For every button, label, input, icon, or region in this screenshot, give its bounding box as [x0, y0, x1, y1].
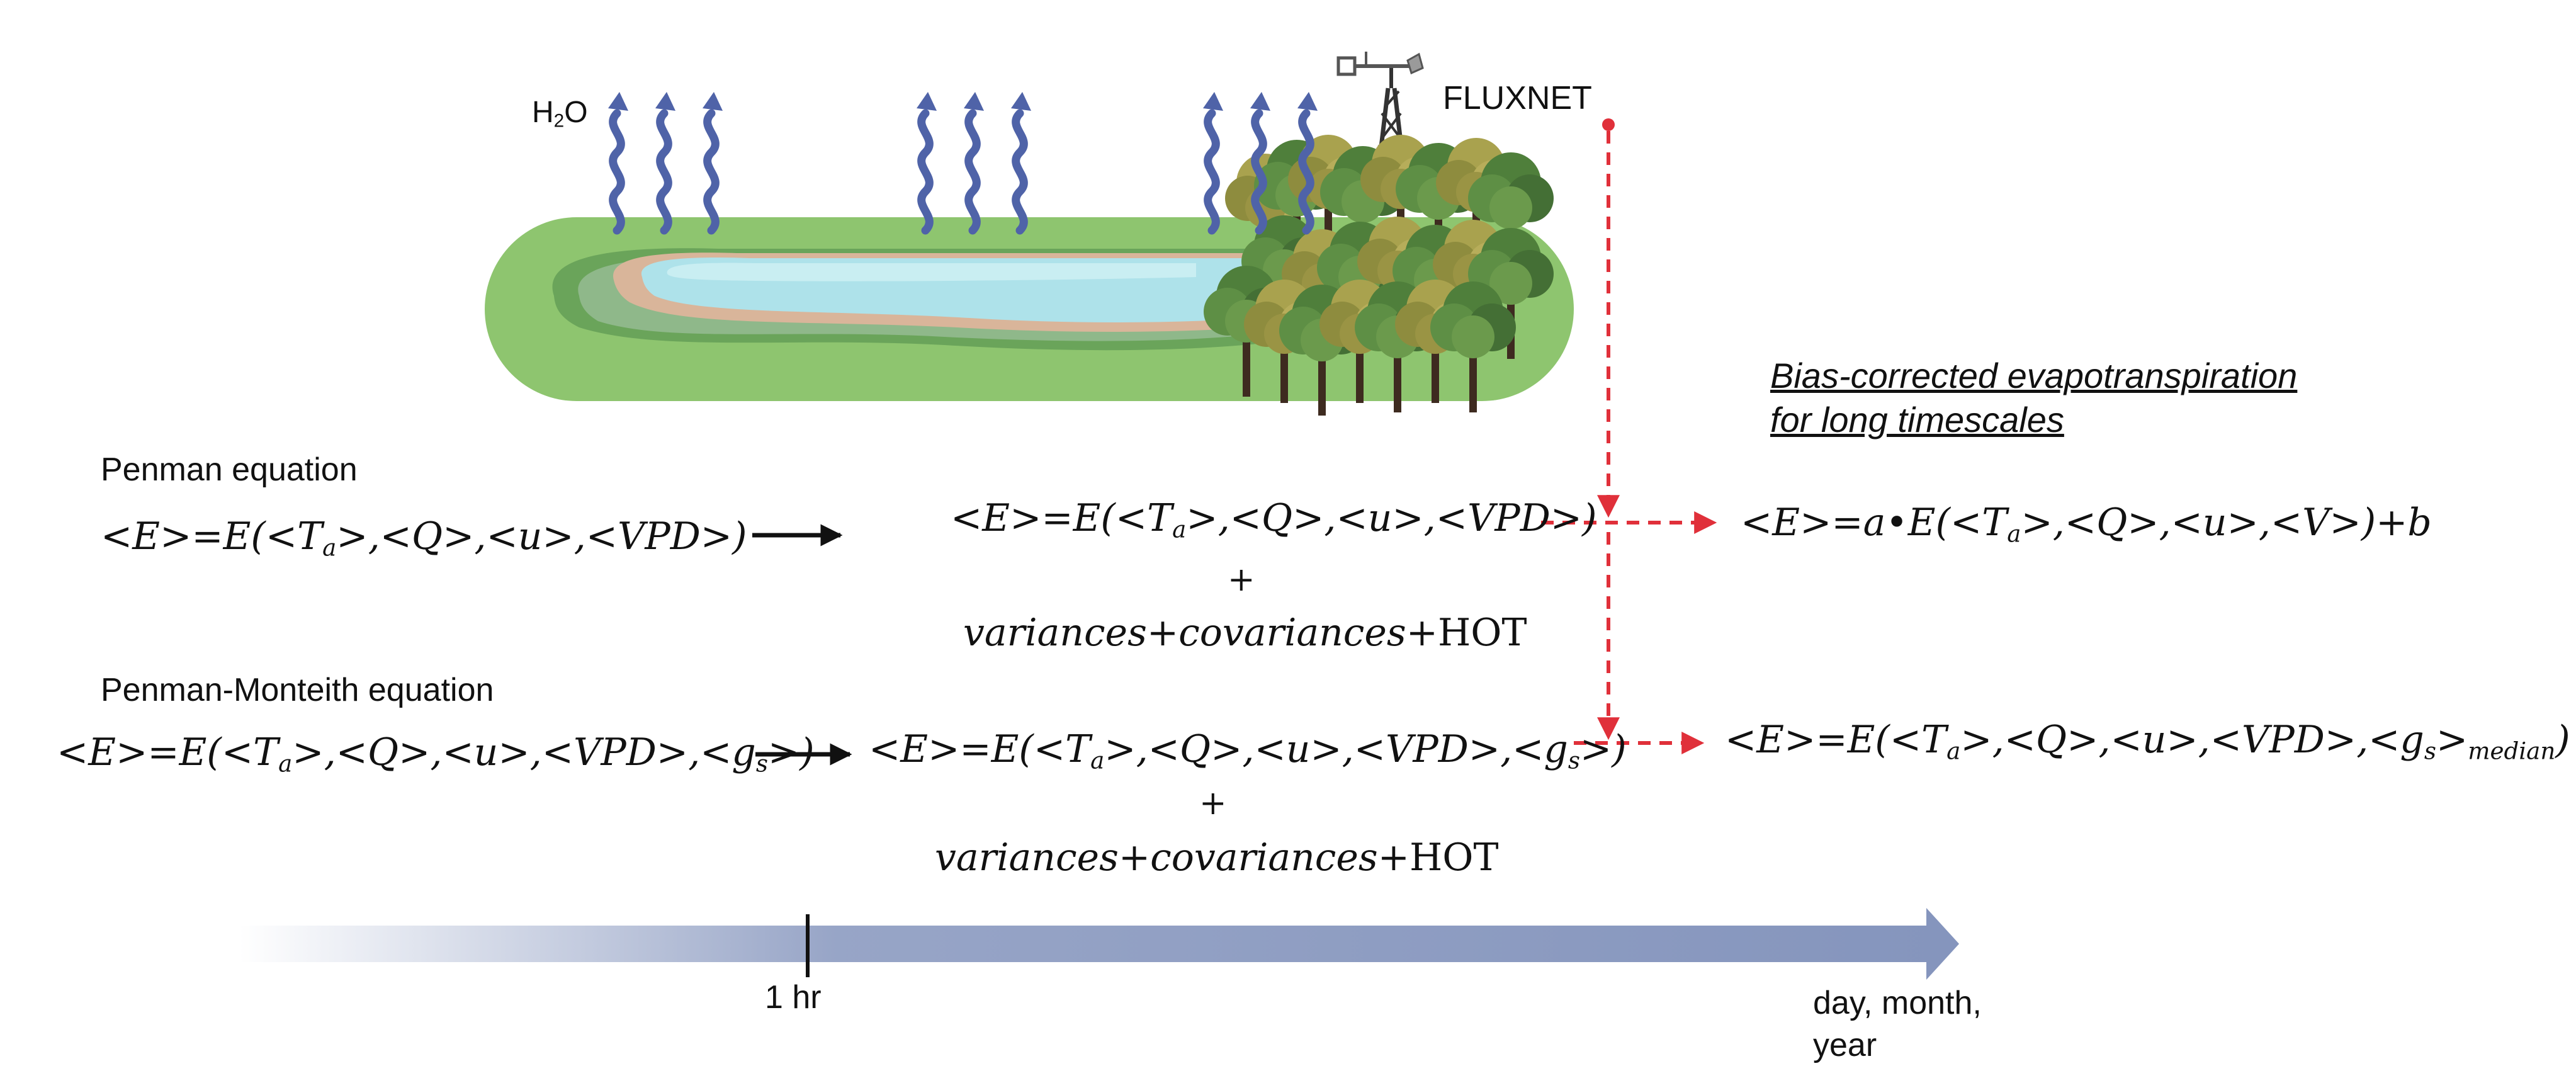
- pm-plus: +: [1199, 785, 1227, 822]
- timeline-end-line1: day, month,: [1813, 985, 1982, 1021]
- vapor-wave-icon: [917, 92, 937, 230]
- h2o-label: H2O: [532, 96, 588, 132]
- penman-bias-equation: <E>=a•E(<Ta>,<Q>,<u>,<V>)+b: [1741, 501, 2432, 548]
- landscape-illustration: [485, 52, 1574, 416]
- vapor-wave-icon: [655, 92, 675, 230]
- fluxnet-connectors: [1541, 118, 1717, 754]
- pm-median-equation: <E>=E(<Ta>,<Q>,<u>,<VPD>,<gs>median): [1725, 718, 2570, 765]
- fluxnet-label: FLUXNET: [1443, 80, 1592, 116]
- bias-heading-line2: for long timescales: [1770, 400, 2064, 439]
- timeline-bar: [239, 926, 1939, 962]
- timeline-end-label: day, month, year: [1813, 982, 1982, 1066]
- vapor-wave-icon: [964, 92, 984, 230]
- timescale-axis: [239, 908, 1959, 980]
- pm-equation-mid: <E>=E(<Ta>,<Q>,<u>,<VPD>,<gs>): [869, 727, 1627, 774]
- bias-heading-line1: Bias-corrected evapotranspiration: [1770, 356, 2298, 395]
- timeline-end-line2: year: [1813, 1026, 1877, 1063]
- bias-corrected-heading: Bias-corrected evapotranspiration for lo…: [1770, 354, 2297, 442]
- pm-equation-left: <E>=E(<Ta>,<Q>,<u>,<VPD>,<gs>): [57, 730, 815, 778]
- timeline-tick-label: 1 hr: [765, 979, 822, 1016]
- vapor-wave-icon: [703, 92, 723, 230]
- penman-title: Penman equation: [101, 451, 358, 488]
- pm-variances: variances+covariances+HOT: [935, 836, 1499, 880]
- vapor-wave-icon: [608, 92, 628, 230]
- vapor-wave-icon: [1203, 92, 1223, 230]
- penman-equation-left: <E>=E(<Ta>,<Q>,<u>,<VPD>): [101, 514, 747, 562]
- water-vapor: [608, 92, 1318, 230]
- penman-plus: +: [1228, 561, 1255, 599]
- penman-equation-mid: <E>=E(<Ta>,<Q>,<u>,<VPD>): [951, 496, 1597, 543]
- penman-monteith-title: Penman-Monteith equation: [101, 672, 494, 708]
- timeline-arrowhead: [1926, 908, 1959, 980]
- fluxnet-point: [1602, 118, 1615, 131]
- vapor-wave-icon: [1011, 92, 1031, 230]
- penman-variances: variances+covariances+HOT: [963, 611, 1527, 655]
